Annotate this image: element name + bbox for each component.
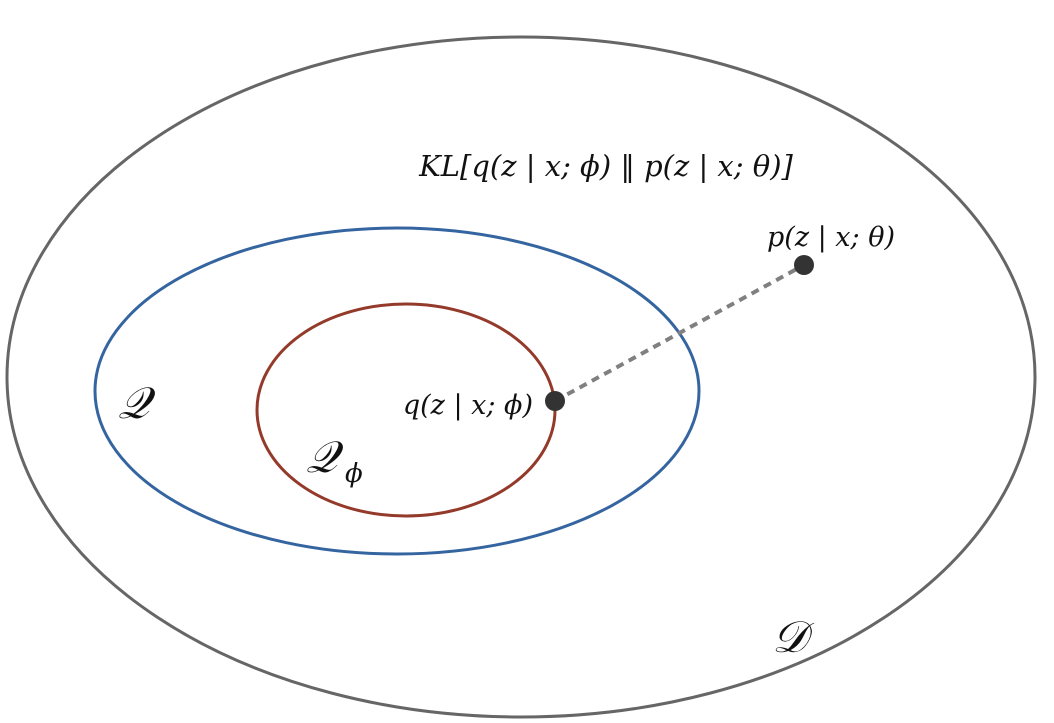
parametric-family-subscript: ϕ bbox=[345, 459, 363, 489]
p-point-label: p(z | x; θ) bbox=[767, 222, 895, 253]
divergence-label: KL[q(z | x; ϕ) ‖ p(z | x; θ)] bbox=[418, 149, 793, 183]
family-set-label: 𝒬 bbox=[118, 378, 156, 429]
divergence-line bbox=[554, 263, 805, 403]
q-point-label: q(z | x; ϕ) bbox=[403, 390, 533, 421]
q-point bbox=[545, 391, 565, 411]
outer-set-label: 𝒟 bbox=[772, 612, 815, 663]
family-set-ellipse bbox=[93, 226, 701, 556]
p-point bbox=[794, 255, 814, 275]
outer-set-ellipse bbox=[5, 35, 1037, 719]
parametric-family-label: 𝒬 bbox=[306, 432, 344, 483]
